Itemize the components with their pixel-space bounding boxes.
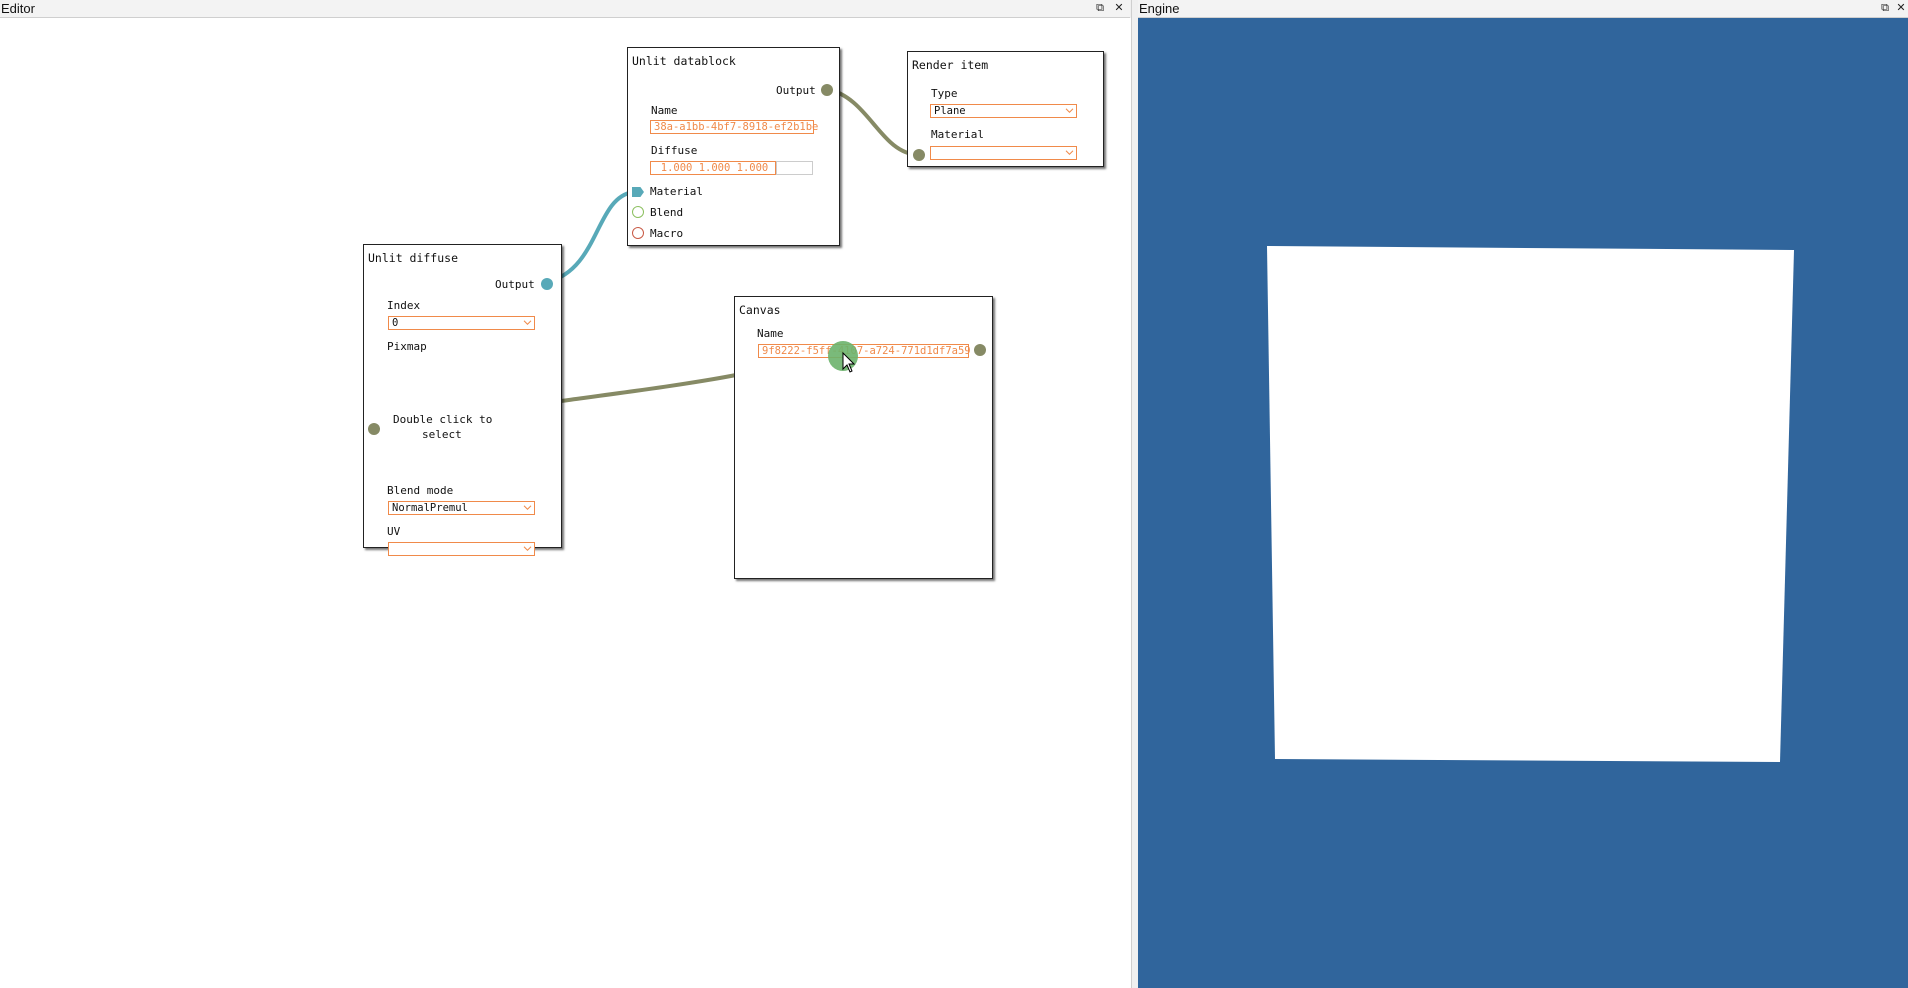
engine-viewport[interactable] xyxy=(1138,18,1908,988)
output-port[interactable] xyxy=(974,344,986,356)
type-label: Type xyxy=(931,87,958,100)
material-dropdown[interactable] xyxy=(930,146,1077,160)
node-title: Render item xyxy=(912,58,989,72)
blend-mode-dropdown[interactable]: NormalPremul xyxy=(388,501,535,515)
diffuse-field[interactable]: 1.000 1.000 1.000 xyxy=(650,161,776,175)
editor-pane-title: Editor xyxy=(1,1,35,16)
wire-datablock-to-render-item xyxy=(826,87,920,157)
name-label: Name xyxy=(651,104,678,117)
editor-restore-icon[interactable]: ⧉ xyxy=(1096,2,1104,14)
blend-mode-dropdown-value: NormalPremul xyxy=(392,502,468,514)
index-label: Index xyxy=(387,299,421,312)
pixmap-select-hint-line2[interactable]: select xyxy=(422,428,462,441)
engine-close-icon[interactable]: ✕ xyxy=(1896,2,1906,14)
material-input-port[interactable] xyxy=(632,187,644,197)
unlit-diffuse-node[interactable]: Unlit diffuse Output Index 0 Pixmap Doub… xyxy=(363,244,562,556)
blend-label: Blend xyxy=(650,206,684,219)
chevron-down-icon xyxy=(523,505,532,510)
uv-dropdown[interactable] xyxy=(388,542,535,556)
node-graph-canvas[interactable]: Unlit datablock Output Name 38a-a1bb-4bf… xyxy=(0,18,1131,988)
type-dropdown[interactable]: Plane xyxy=(930,104,1077,118)
blend-mode-label: Blend mode xyxy=(387,484,454,497)
name-field[interactable]: 38a-a1bb-4bf7-8918-ef2b1be xyxy=(650,120,818,134)
node-title: Unlit datablock xyxy=(632,54,736,68)
output-label: Output xyxy=(495,278,535,291)
chevron-down-icon xyxy=(523,320,532,325)
chevron-down-icon xyxy=(1065,150,1074,155)
node-title: Unlit diffuse xyxy=(368,251,459,265)
material-label: Material xyxy=(931,128,984,141)
macro-label: Macro xyxy=(650,227,684,240)
chevron-down-icon xyxy=(1065,108,1074,113)
engine-pane-title: Engine xyxy=(1139,1,1180,16)
output-port[interactable] xyxy=(821,84,833,96)
macro-input-port[interactable] xyxy=(632,227,644,239)
index-dropdown[interactable]: 0 xyxy=(388,316,535,330)
node-title: Canvas xyxy=(739,303,781,317)
diffuse-color-swatch[interactable] xyxy=(776,161,813,175)
cursor-icon xyxy=(842,351,856,373)
material-label: Material xyxy=(650,185,703,198)
output-label: Output xyxy=(776,84,816,97)
unlit-datablock-node[interactable]: Unlit datablock Output Name 38a-a1bb-4bf… xyxy=(627,47,840,246)
wire-diffuse-pixmap-to-canvas xyxy=(560,373,737,403)
editor-close-icon[interactable]: ✕ xyxy=(1114,2,1124,14)
material-input-port[interactable] xyxy=(913,149,925,161)
name-label: Name xyxy=(757,327,784,340)
blend-input-port[interactable] xyxy=(632,206,644,218)
chevron-down-icon xyxy=(523,546,532,551)
diffuse-label: Diffuse xyxy=(651,144,698,157)
uv-label: UV xyxy=(387,525,401,538)
wire-diffuse-to-datablock-material xyxy=(547,190,634,284)
engine-restore-icon[interactable]: ⧉ xyxy=(1881,2,1889,14)
render-item-node[interactable]: Render item Type Plane Material xyxy=(907,51,1104,167)
output-port[interactable] xyxy=(541,278,553,290)
engine-pane-titlebar: Engine ⧉ ✕ xyxy=(1138,0,1908,18)
type-dropdown-value: Plane xyxy=(934,105,966,117)
name-field[interactable]: 9f8222-f5ff-4107-a724-771d1df7a59 xyxy=(758,344,971,358)
pane-splitter[interactable] xyxy=(1131,0,1138,988)
index-dropdown-value: 0 xyxy=(392,317,399,329)
canvas-node[interactable]: Canvas Name 9f8222-f5ff-4107-a724-771d1d… xyxy=(734,296,993,579)
pixmap-select-hint[interactable]: Double click to xyxy=(393,413,493,426)
pixmap-input-port[interactable] xyxy=(368,423,380,435)
rendered-plane xyxy=(1267,246,1794,762)
editor-pane-titlebar: Editor ⧉ ✕ xyxy=(0,0,1130,18)
pixmap-label: Pixmap xyxy=(387,340,427,353)
